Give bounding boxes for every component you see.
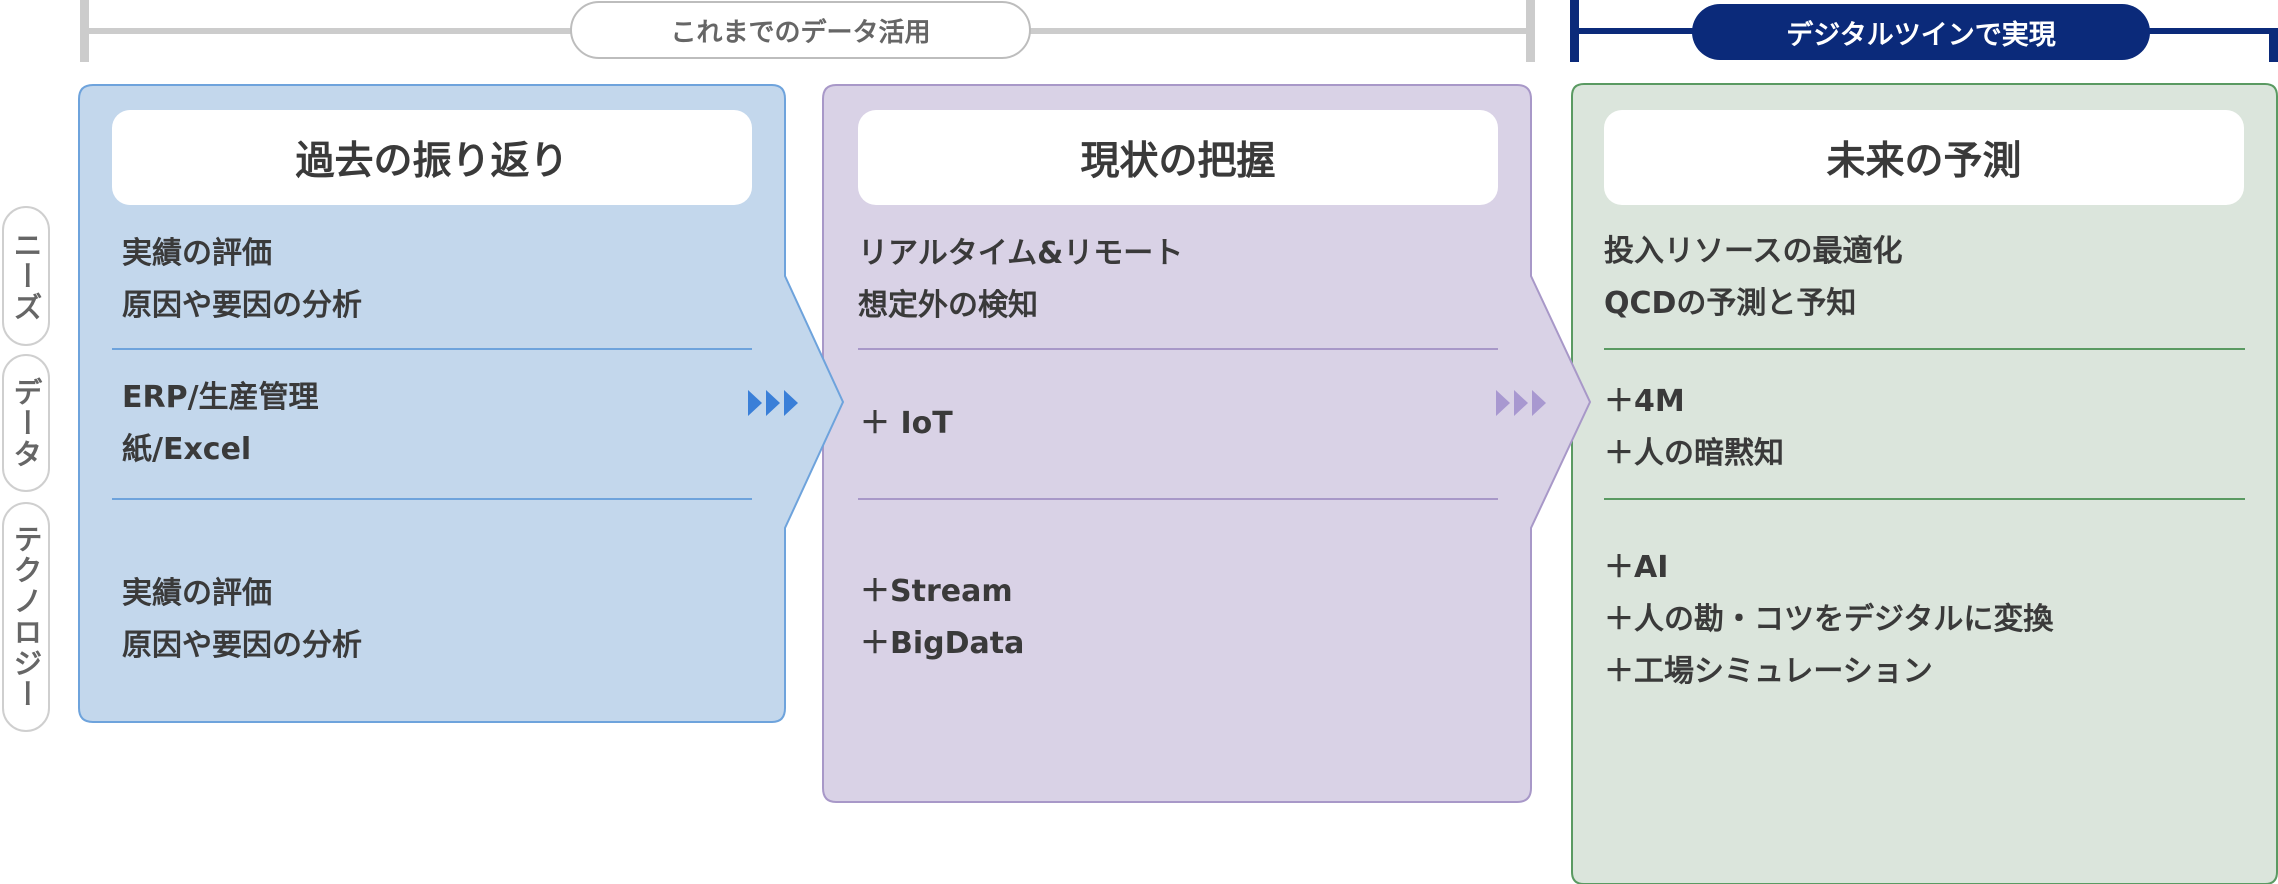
future-panel [1571, 83, 2278, 884]
row-label-technology: テクノロジー [2, 502, 50, 732]
past-needs: 実績の評価 原因や要因の分析 [122, 228, 362, 332]
past-title: 過去の振り返り [112, 110, 752, 205]
future-technology-item: ＋人の勘・コツをデジタルに変換 [1604, 602, 2054, 637]
future-needs-item: 投入リソースの最適化 [1604, 234, 1903, 269]
past-data-item: ERP/生産管理 [122, 380, 319, 415]
future-technology-item: ＋AI [1604, 550, 1669, 585]
future-data: ＋4M ＋人の暗黙知 [1604, 376, 1784, 480]
past-needs-item: 実績の評価 [122, 236, 272, 271]
future-needs: 投入リソースの最適化 QCDの予測と予知 [1604, 226, 1903, 330]
future-needs-item: QCDの予測と予知 [1604, 286, 1857, 321]
past-panel [78, 84, 845, 723]
past-to-present-arrow-icon [748, 390, 798, 416]
past-technology: 実績の評価 原因や要因の分析 [122, 568, 362, 672]
present-panel [822, 84, 1592, 803]
digital-twin-label: デジタルツインで実現 [1692, 4, 2150, 60]
past-data-item: 紙/Excel [122, 432, 252, 467]
past-data: ERP/生産管理 紙/Excel [122, 372, 319, 476]
present-needs-item: リアルタイム&リモート [858, 236, 1184, 271]
future-data-item: ＋人の暗黙知 [1604, 436, 1784, 471]
present-technology: ＋Stream ＋BigData [860, 566, 1024, 670]
present-technology-item: ＋Stream [860, 574, 1013, 609]
past-technology-item: 原因や要因の分析 [122, 628, 362, 663]
past-needs-item: 原因や要因の分析 [122, 288, 362, 323]
row-label-data-text: データ [9, 376, 43, 470]
present-technology-item: ＋BigData [860, 626, 1025, 661]
present-data: ＋ IoT [860, 398, 953, 450]
future-technology-item: ＋工場シミュレーション [1604, 654, 1933, 689]
legacy-data-use-label: これまでのデータ活用 [570, 1, 1031, 59]
present-data-item: ＋ IoT [860, 406, 953, 441]
present-needs-item: 想定外の検知 [858, 288, 1038, 323]
row-label-data: データ [2, 354, 50, 492]
row-label-needs-text: ニーズ [9, 229, 43, 323]
past-technology-item: 実績の評価 [122, 576, 272, 611]
present-needs: リアルタイム&リモート 想定外の検知 [858, 228, 1183, 332]
present-to-future-arrow-icon [1496, 390, 1546, 416]
row-label-needs: ニーズ [2, 206, 50, 346]
present-title: 現状の把握 [858, 110, 1498, 205]
future-title: 未来の予測 [1604, 110, 2244, 205]
future-data-item: ＋4M [1604, 384, 1685, 419]
row-label-technology-text: テクノロジー [9, 524, 43, 710]
future-technology: ＋AI ＋人の勘・コツをデジタルに変換 ＋工場シミュレーション [1604, 542, 2053, 698]
